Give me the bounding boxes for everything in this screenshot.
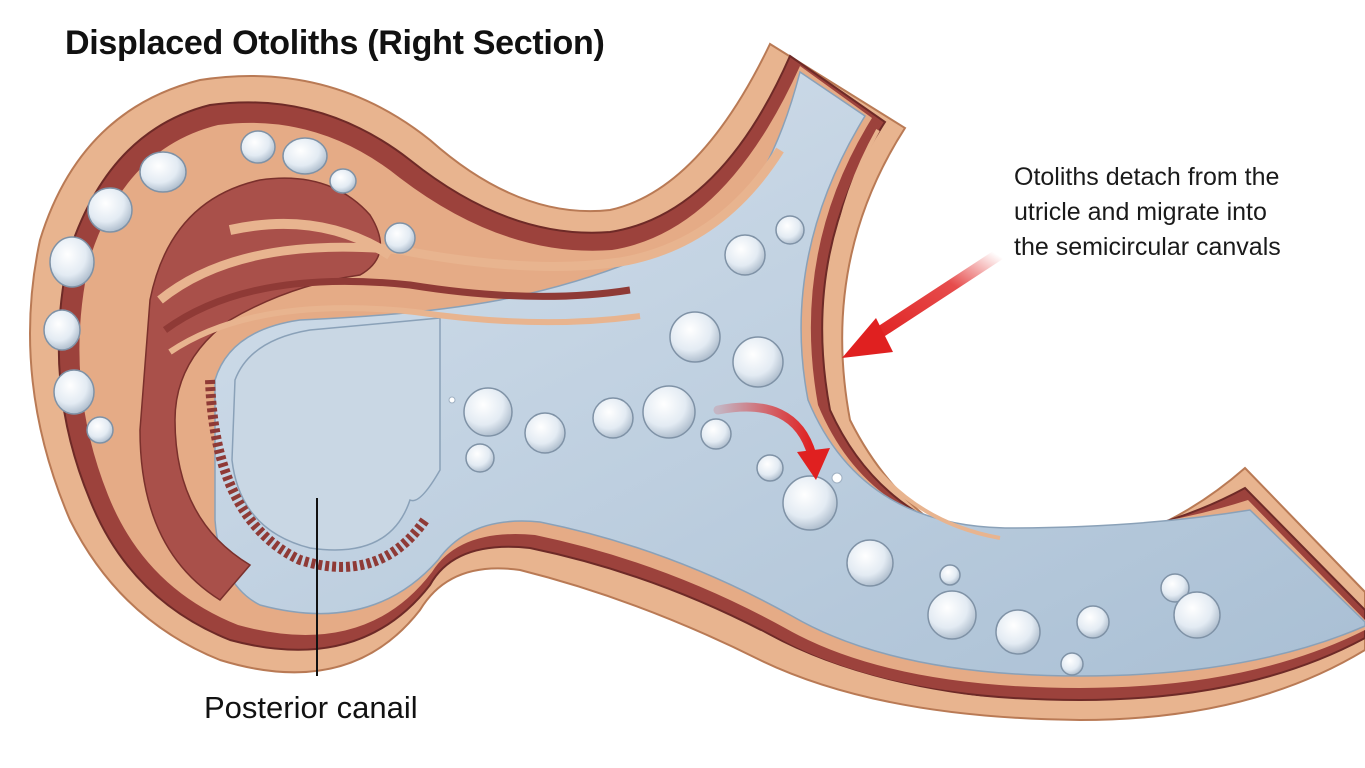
duct-bands [157,147,784,355]
endolymph-lumen [214,70,1365,677]
callout-line-3: the semicircular canvals [1014,233,1281,261]
callout-line-1: Otoliths detach from the [1014,163,1280,191]
page-title: Displaced Otoliths (Right Section) [65,24,605,62]
migration-arrow [713,402,830,480]
callout-arrow [842,249,1004,358]
posterior-canal-label: Posterior canail [204,690,418,725]
utricle-otoliths [43,130,416,444]
callout-line-2: utricle and migrate into [1014,198,1267,226]
utricle-chamber [139,177,441,601]
callout-text: Otoliths detach from the utricle and mig… [1014,160,1344,265]
canal-bands [759,129,1081,707]
migrating-otoliths [448,215,1221,676]
